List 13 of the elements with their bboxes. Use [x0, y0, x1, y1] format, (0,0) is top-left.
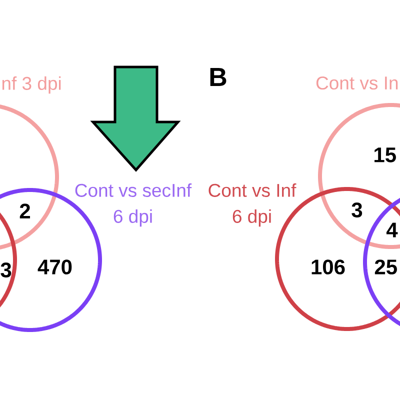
circle-label: nf 3 dpi [2, 76, 61, 94]
panel-letter: B [210, 68, 226, 86]
count-label: 106 [312, 260, 345, 274]
count-label: 15 [374, 148, 396, 162]
count-label: 470 [38, 260, 72, 274]
count-label: 4 [386, 222, 398, 238]
circle-label: Cont vs Inf 6 dpi [208, 183, 296, 227]
count-label: 3 [352, 202, 362, 218]
circle-label: Cont vs secInf 6 dpi [75, 183, 192, 227]
count-label: 25 [374, 260, 397, 274]
count-label: 3 [0, 262, 12, 278]
count-label: 2 [20, 204, 30, 218]
circle-label: Cont vs In [316, 76, 398, 90]
